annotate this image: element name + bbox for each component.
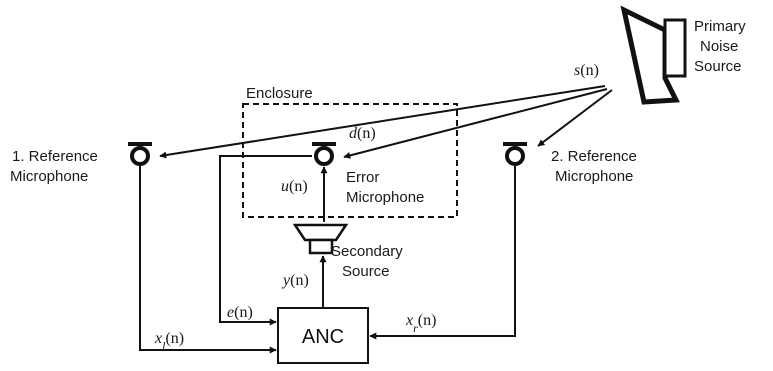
secondary-label-line2: Source [342,263,390,280]
ref2-microphone-icon [503,142,527,166]
primary-noise-label-line3: Source [694,58,742,75]
secondary-label-line1: Secondary [331,243,403,260]
path-to-error-mic-arrow [343,88,608,159]
ref1-label-line2: Microphone [10,168,88,185]
e-path-wire [219,155,312,326]
secondary-source-speaker-icon [292,223,349,255]
signal-y: y(n) [281,272,309,289]
ref1-label-line1: 1. Reference [12,148,98,165]
primary-noise-label-line1: Primary [694,18,746,35]
ref2-label-line1: 2. Reference [551,148,637,165]
anc-label: ANC [302,326,344,348]
anc-block [277,307,369,364]
signal-xl: xl(n) [154,330,184,353]
ref1-microphone-icon [128,142,152,166]
xr-path-wire [369,166,516,340]
signal-s: s(n) [574,62,599,79]
signal-xr: xr(n) [405,312,436,335]
path-to-ref2-arrow [537,89,613,147]
signal-e: e(n) [227,304,253,321]
signal-d: d(n) [349,125,376,142]
xl-path-wire [139,166,277,354]
ref2-label-line2: Microphone [555,168,633,185]
error-microphone-icon [312,142,336,166]
primary-noise-label-line2: Noise [700,38,738,55]
error-mic-label-line2: Microphone [346,189,424,206]
error-mic-label-line1: Error [346,169,379,186]
signal-u: u(n) [281,178,308,195]
enclosure-box [242,103,458,218]
enclosure-label: Enclosure [246,85,313,102]
primary-noise-source-speaker-icon [620,5,687,105]
path-to-ref1-arrow [159,85,606,159]
